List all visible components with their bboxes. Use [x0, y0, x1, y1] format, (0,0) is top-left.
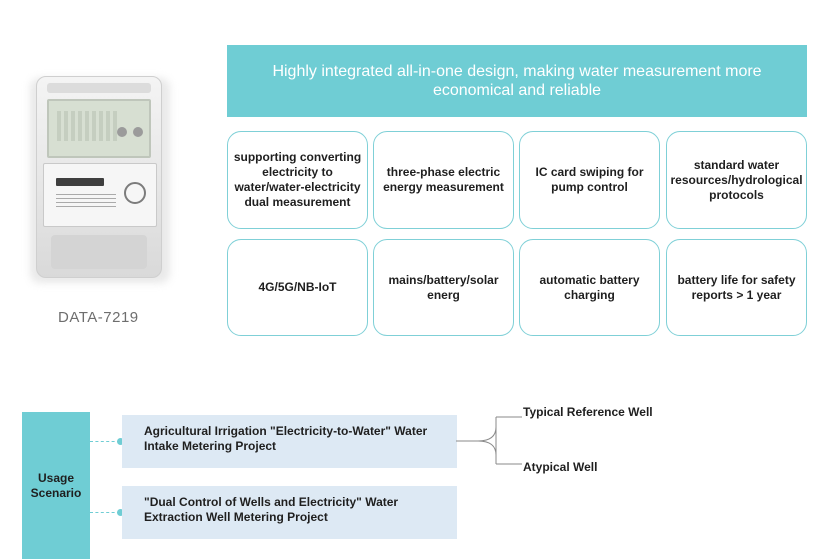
device-button: [117, 127, 127, 137]
ic-card-icon: [124, 182, 146, 204]
feature-card: automatic battery charging: [519, 239, 660, 336]
feature-card: three-phase electric energy measurement: [373, 131, 514, 229]
well-type-label: Atypical Well: [523, 460, 598, 474]
branch-bracket: [456, 416, 522, 465]
usage-scenario-tab: Usage Scenario: [22, 412, 90, 559]
device-button: [133, 127, 143, 137]
connector-line: [90, 509, 124, 516]
device-card-panel: [43, 163, 157, 227]
feature-card: supporting converting electricity to wat…: [227, 131, 368, 229]
product-image: [22, 70, 172, 285]
meter-device: [36, 76, 162, 278]
project-box: Agricultural Irrigation "Electricity-to-…: [122, 415, 457, 468]
connector-line: [90, 438, 124, 445]
product-model-label: DATA-7219: [58, 309, 139, 326]
project-box: "Dual Control of Wells and Electricity" …: [122, 486, 457, 539]
device-terminal-cover: [51, 235, 147, 269]
device-top-strip: [47, 83, 151, 93]
well-type-label: Typical Reference Well: [523, 405, 653, 419]
feature-card: mains/battery/solar energ: [373, 239, 514, 336]
panel-text-lines: [56, 194, 116, 208]
feature-card: 4G/5G/NB-IoT: [227, 239, 368, 336]
feature-card: battery life for safety reports > 1 year: [666, 239, 807, 336]
feature-card: standard water resources/hydrological pr…: [666, 131, 807, 229]
headline-banner: Highly integrated all-in-one design, mak…: [227, 45, 807, 117]
feature-card: IC card swiping for pump control: [519, 131, 660, 229]
card-slot: [56, 178, 104, 186]
